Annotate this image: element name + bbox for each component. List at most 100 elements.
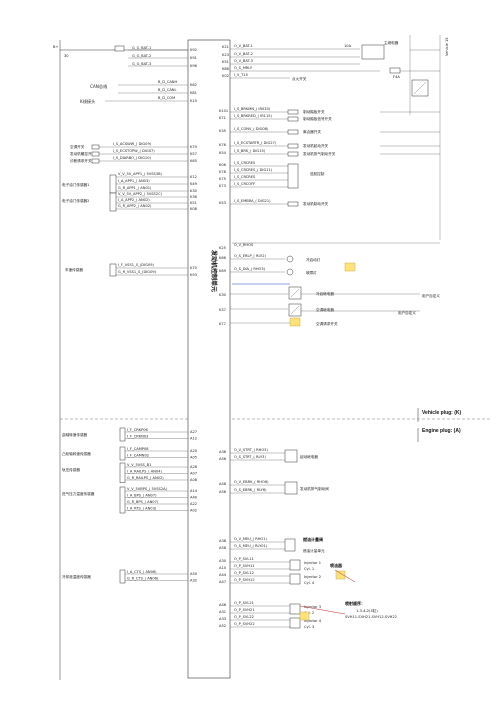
pedal2-pin-2: K51 <box>190 201 197 205</box>
sensor-wire-label: I_F_CRKN03 <box>127 435 148 439</box>
sensor-wire-label: G_R_CTS_( AN06) <box>127 577 159 581</box>
sensor-label-2: 轨压传感器 <box>62 467 80 472</box>
inj-b-pin-3: A33 <box>219 617 226 621</box>
relay-pin-1: K21 <box>222 45 229 49</box>
brake-label-2: 制动踏板信号开关 <box>303 116 332 121</box>
top-pin-2: K91 <box>190 56 197 60</box>
ac-request-label: 空调请求开关 <box>316 321 338 326</box>
injection-order-1: 1-3-4-2(4缸) <box>356 608 378 613</box>
inj-a-pin-3: A44 <box>219 573 227 577</box>
pedal2-wire-2: I_A_APP2_( AN02) <box>118 198 150 202</box>
relay-pin-5: K02 <box>222 74 229 78</box>
meu-wire-1: O_V_MEU_( RHO1) <box>234 537 268 541</box>
battery-note: 30 <box>64 54 69 58</box>
sensor-connector-4 <box>119 569 126 584</box>
sensor-label-1: 凸轮轴转速传感器 <box>62 451 91 456</box>
note-icon-3 <box>335 570 346 580</box>
inj-b-pin-4: A52 <box>219 624 226 628</box>
cruise-group: I_S_CRCRES I_S_CRCRES_( DIG11) I_S_CRCRE… <box>219 161 329 207</box>
sensor-wire-label: V_V_5VSS_B1 <box>127 463 151 467</box>
diag-switch-pin: K65 <box>190 159 197 163</box>
sensor-wire-label: G_R_RAILPS_( AN02) <box>127 476 164 480</box>
pedal1-wire-3: G_R_APP1_( AN01) <box>118 186 152 190</box>
inj-a-pin-2: A10 <box>219 566 227 570</box>
relay-wire-1: O_V_BAT-1 <box>234 44 253 48</box>
start-switch-pin: K76 <box>219 143 227 147</box>
top-wire-3: G_G_BAT-3 <box>132 62 151 66</box>
meu-sub: 燃油计量单元 <box>303 548 325 553</box>
sensor-pin-label: A32 <box>190 579 197 583</box>
start-switch-label: 发动机起动开关 <box>303 143 329 148</box>
brake-exh-pin: K54 <box>219 151 227 155</box>
injectors-a: O_P_SVL11 O_P_SVH11 O_P_SVL12 O_P_SVH12 … <box>219 557 356 585</box>
inj4-label: Injector 4 <box>304 619 322 623</box>
meu-icon <box>284 538 296 552</box>
warm-switch-label: 发动机暖控开关 <box>70 151 96 156</box>
exh-valve-wire-2: O_S_EBRK_( RLY6) <box>234 488 267 492</box>
top-pin-1: K92 <box>190 48 197 52</box>
sensor-connector-3 <box>119 486 126 514</box>
cruise-wire-4: I_S_CRCOFF <box>234 182 255 186</box>
sensor-pin-label: A02 <box>190 509 197 513</box>
cruise-wire-1: I_S_CRCRES <box>234 161 256 165</box>
user-defined-1: 用户自定义 <box>422 293 440 298</box>
lamp-wire-1: O_V_RHOS <box>234 243 254 247</box>
meu-title: 燃油计量阀 <box>302 536 323 542</box>
pedal2-wire-3: G_R_APP2_( AN02) <box>118 204 152 208</box>
can-wire-l: B_D_CANL <box>158 88 177 92</box>
meu-wire-2: O_S_MEU_( RLY01) <box>234 544 268 548</box>
relay-fuse-icon <box>389 67 401 74</box>
inj-a-wire-4: O_P_SVH12 <box>234 578 255 582</box>
lamps: O_V_RHOS O_S_ERLP_( RLY2) O_S_DIA_( RHO3… <box>219 242 440 285</box>
brake-switch-group: I_S_BRKMN_( IR033) I_S_BRKRED_( IR115) K… <box>219 107 440 157</box>
inj1-cyl: Cyl. 1 <box>304 567 314 571</box>
cruise-wire-2: I_S_CRCRES_( DIG11) <box>234 168 273 172</box>
vehicle-plug-label: Vehicle plug: (K) <box>422 410 462 416</box>
sensor-wire-label: I_A_CTS_( AN06) <box>127 570 157 574</box>
exh-brake-pin: K53 <box>219 201 226 205</box>
exh-valve-pin-2: A56 <box>219 490 227 494</box>
main-relay-label: 主继电器 <box>384 40 399 45</box>
ecu-block <box>187 39 231 679</box>
relay-pin-b: K37 <box>219 308 226 312</box>
inj-a-pin-1: A30 <box>219 559 227 563</box>
can-pin-l: K81 <box>190 91 197 95</box>
sensor-wire-label: I_A_BPS_( AN07) <box>127 494 157 498</box>
sensor-pin-label: A14 <box>190 489 198 493</box>
top-pin-3: K96 <box>190 64 198 68</box>
fault-lamp-label: 故障灯 <box>306 270 317 275</box>
k-line-label: K线接头 <box>80 98 95 105</box>
note-icon-2 <box>289 317 301 327</box>
injector-note: 喷油器 <box>330 562 343 568</box>
relay-pin-a: K30 <box>219 293 227 297</box>
lamp-wire-3: O_S_DIA_( RHO3) <box>234 267 266 271</box>
user-defined-2: 用户自定义 <box>398 310 416 315</box>
injector-4-icon <box>289 617 301 629</box>
sensor-pin-label: A27 <box>190 430 197 434</box>
exh-brake-wire: I_S_EMBRA_( DIG21) <box>234 199 271 203</box>
vehicle-15-tag: Vehicle 15 <box>445 37 449 56</box>
injection-order-title: 喷射顺序： <box>345 600 365 606</box>
cold-start-lamp-icon <box>286 255 294 263</box>
warm-switch-pin: K57 <box>190 152 197 156</box>
inj-b-wire-4: O_P_SVH22 <box>234 622 255 626</box>
cruise-pin-1: K06 <box>219 163 227 167</box>
pedal1-wire-2: I_A_APP1_( AN03) <box>118 179 150 183</box>
inj-a-wire-1: O_P_SVL11 <box>234 557 254 561</box>
cold-start-relay-label: 冷启继电器 <box>316 291 334 296</box>
inj4-cyl: Cyl. 3 <box>304 625 314 629</box>
inj1-label: Injector 1 <box>304 561 321 565</box>
relay-wire-4: O_S_MRLY <box>234 66 253 70</box>
main-relay-icon <box>361 44 385 60</box>
pedal2-wire-1: V_V_5V_APP2_( 5VSS2C) <box>118 192 163 196</box>
start-relay-pin-2: A56 <box>219 457 227 461</box>
pedal-sensors: 电子油门传感器1 电子油门传感器2 V_V_5V_APP1_( 5VSS3B) … <box>62 172 198 212</box>
top-wires: G_G_BAT-1 G_G_BAT-2 G_G_BAT-3 K92 K91 K9… <box>128 46 198 68</box>
speed-sensor: 车速传感器 I_F_VSS1_S_(DIG09) G_R_VSS1_S_(DIG… <box>65 263 198 277</box>
pedal1-pin-2: K49 <box>190 182 198 186</box>
pedal2-pin-1: K36 <box>190 195 198 199</box>
ignition-switch-label: 点火开关 <box>292 76 307 81</box>
injection-order-2: SVH11-SVH21-SVH12-SVH22 <box>345 615 397 619</box>
ac-relay-label: 空调继电器 <box>316 307 334 312</box>
